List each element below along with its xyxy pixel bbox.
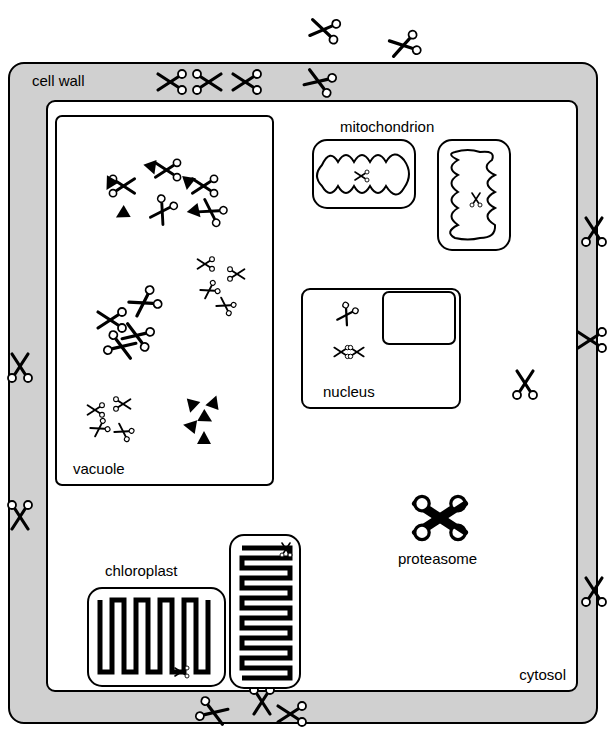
organelle-label: chloroplast — [105, 562, 178, 580]
complex-label: proteasome — [398, 550, 477, 568]
region-name: cell wall — [32, 72, 85, 90]
nucleus-box: nucleus — [301, 288, 461, 409]
scissors — [388, 30, 421, 60]
region-name: vacuole — [73, 460, 125, 478]
text-slot: nucleus — [323, 383, 375, 401]
text-slot: cytosol — [519, 666, 566, 684]
label-slot: proteasome — [398, 550, 477, 568]
cell-wall: vacuole nucleus cytosol cell wall — [8, 62, 598, 724]
region-name: nucleus — [323, 383, 375, 401]
label-slot: chloroplast — [105, 562, 178, 580]
region-name: cytosol — [519, 666, 566, 684]
scissors — [309, 16, 341, 44]
text-slot: vacuole — [73, 460, 125, 478]
vacuole-box: vacuole — [55, 115, 274, 486]
cytosol-region: vacuole nucleus cytosol — [46, 100, 578, 692]
label-slot: mitochondrion — [340, 118, 434, 136]
text-slot: cell wall — [32, 72, 85, 90]
organelle-label: mitochondrion — [340, 118, 434, 136]
